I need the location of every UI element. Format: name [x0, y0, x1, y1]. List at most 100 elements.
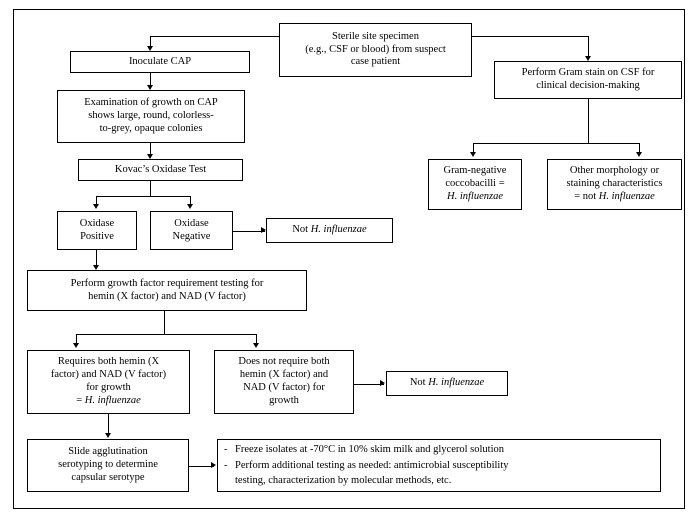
arrow-to-oxidase-positive: [92, 204, 99, 209]
connector-inoculate-to-examination: [150, 73, 152, 89]
does-not-require-line-2: hemin (X factor) and: [239, 369, 329, 381]
node-perform-gram-stain: Perform Gram stain on CSF for clinical d…: [494, 61, 682, 99]
node-oxidase-negative: Oxidase Negative: [150, 211, 233, 250]
arrow-to-oxidase-negative: [186, 204, 193, 209]
node-oxidase-positive: Oxidase Positive: [57, 211, 137, 250]
inoculate-cap-label: Inoculate CAP: [128, 55, 192, 67]
node-gram-negative-coccobacilli: Gram-negative coccobacilli = H. influenz…: [428, 159, 522, 210]
arrow-to-next-steps: [211, 462, 216, 468]
node-examination-of-growth: Examination of growth on CAP shows large…: [57, 90, 245, 143]
connector-kovacs-drop: [150, 181, 152, 196]
requires-both-line-4-prefix: =: [76, 394, 85, 406]
arrow-to-growth-factor: [92, 265, 99, 270]
connector-kovacs-to-positive: [96, 196, 97, 207]
node-kovacs-oxidase-test: Kovac’s Oxidase Test: [78, 159, 243, 181]
connector-growth-factor-to-not-requires: [256, 334, 257, 346]
arrow-to-not-hi-1: [261, 227, 266, 233]
connector-specimen-left-drop: [150, 36, 151, 49]
slide-agglutination-line-3: capsular serotype: [71, 471, 145, 483]
arrow-to-inoculate-cap: [146, 46, 153, 51]
arrow-to-gram-negative: [469, 152, 476, 157]
connector-specimen-right-drop: [588, 36, 589, 59]
connector-growth-factor-drop: [164, 311, 166, 334]
connector-negative-to-not-hi: [233, 230, 265, 232]
requires-both-line-2: factor) and NAD (V factor): [50, 369, 167, 381]
not-hi-1-species: H. influenzae: [310, 224, 367, 236]
oxidase-negative-line-1: Oxidase: [174, 217, 209, 229]
examination-line-2: shows large, round, colorless-: [88, 110, 214, 122]
requires-both-line-3: for growth: [86, 382, 131, 393]
arrow-to-kovacs: [146, 154, 153, 159]
connector-kovacs-to-negative: [190, 196, 191, 207]
not-hi-2-species: H. influenzae: [428, 377, 485, 389]
oxidase-positive-line-1: Oxidase: [79, 217, 115, 229]
connector-gram-stain-drop: [588, 99, 590, 143]
does-not-require-line-1: Does not require both: [238, 356, 330, 368]
list-item: - Freeze isolates at -70°C in 10% skim m…: [224, 442, 657, 458]
gram-stain-line-1: Perform Gram stain on CSF for: [521, 67, 655, 79]
connector-growth-factor-to-requires: [76, 334, 77, 346]
connector-requires-to-serotyping: [108, 414, 110, 436]
sterile-specimen-line-1: Sterile site specimen: [332, 30, 419, 42]
arrow-to-slide-agglutination: [104, 433, 111, 438]
next-steps-bullet-1: Freeze isolates at -70°C in 10% skim mil…: [235, 443, 504, 455]
oxidase-positive-line-2: Positive: [80, 230, 114, 242]
arrow-to-other-morphology: [635, 152, 642, 157]
does-not-require-line-3: NAD (V factor) for: [243, 382, 325, 393]
examination-line-3: to-grey, opaque colonies: [99, 122, 203, 134]
connector-growth-factor-split-bar: [76, 334, 257, 335]
sterile-specimen-line-3: case patient: [350, 56, 401, 68]
node-not-hinfluenzae-growth: Not H. influenzae: [386, 371, 508, 396]
node-next-steps-list: - Freeze isolates at -70°C in 10% skim m…: [217, 439, 661, 492]
diagram-outer-border: [13, 9, 685, 509]
connector-positive-to-growth-factor: [96, 250, 98, 268]
node-does-not-require-both: Does not require both hemin (X factor) a…: [214, 350, 354, 414]
other-morphology-line-3-prefix: = not: [574, 190, 599, 202]
growth-factor-line-1: Perform growth factor requirement testin…: [70, 277, 264, 289]
arrow-to-does-not-require: [252, 343, 259, 348]
connector-does-not-require-to-not-hi: [354, 383, 384, 385]
slide-agglutination-line-2: serotyping to determine: [58, 459, 158, 471]
not-hi-2-prefix: Not: [409, 377, 429, 389]
gram-negative-line-2: coccobacilli =: [445, 178, 505, 190]
bullet-dash-icon: -: [224, 459, 228, 471]
gram-negative-line-1: Gram-negative: [443, 165, 507, 177]
node-inoculate-cap: Inoculate CAP: [70, 51, 250, 73]
requires-both-line-1: Requires both hemin (X: [57, 356, 160, 368]
node-requires-both-factors: Requires both hemin (X factor) and NAD (…: [27, 350, 190, 414]
connector-examination-to-kovacs: [150, 143, 152, 158]
requires-both-species: H. influenzae: [84, 394, 141, 406]
node-sterile-site-specimen: Sterile site specimen (e.g., CSF or bloo…: [279, 23, 472, 77]
oxidase-negative-line-2: Negative: [172, 230, 211, 242]
other-morphology-line-2: staining characteristics: [566, 178, 663, 190]
other-morphology-species: H. influenzae: [598, 190, 655, 202]
connector-specimen-to-right: [472, 36, 589, 37]
gram-negative-species: H. influenzae: [447, 190, 503, 202]
next-steps-bullet-2-line-1: Perform additional testing as needed: an…: [235, 459, 509, 471]
arrow-to-not-hi-2: [380, 380, 385, 386]
growth-factor-line-2: hemin (X factor) and NAD (V factor): [88, 290, 246, 302]
arrow-to-examination: [146, 85, 153, 90]
connector-gram-stain-to-other-morphology: [639, 143, 640, 155]
does-not-require-line-4: growth: [269, 394, 299, 406]
sterile-specimen-line-2: (e.g., CSF or blood) from suspect: [305, 43, 446, 55]
connector-serotyping-to-next-steps: [189, 465, 214, 467]
slide-agglutination-line-1: Slide agglutination: [68, 446, 148, 458]
list-item: - Perform additional testing as needed: …: [224, 458, 657, 490]
connector-specimen-to-left: [150, 36, 280, 37]
examination-line-1: Examination of growth on CAP: [84, 97, 218, 109]
node-growth-factor-testing: Perform growth factor requirement testin…: [27, 270, 307, 311]
arrow-to-gram-stain: [584, 56, 591, 61]
connector-kovacs-split-bar: [96, 196, 191, 197]
node-slide-agglutination-serotyping: Slide agglutination serotyping to determ…: [27, 439, 189, 492]
connector-gram-stain-split-bar: [473, 143, 640, 144]
connector-gram-stain-to-gram-negative: [473, 143, 474, 155]
bullet-dash-icon: -: [224, 443, 228, 455]
not-hi-1-prefix: Not: [292, 224, 311, 236]
next-steps-bullet-2-line-2: testing, characterization by molecular m…: [235, 475, 452, 487]
arrow-to-requires-both: [72, 343, 79, 348]
other-morphology-line-1: Other morphology or: [569, 165, 660, 177]
gram-stain-line-2: clinical decision-making: [536, 80, 640, 91]
node-not-hinfluenzae-oxidase: Not H. influenzae: [266, 218, 393, 243]
